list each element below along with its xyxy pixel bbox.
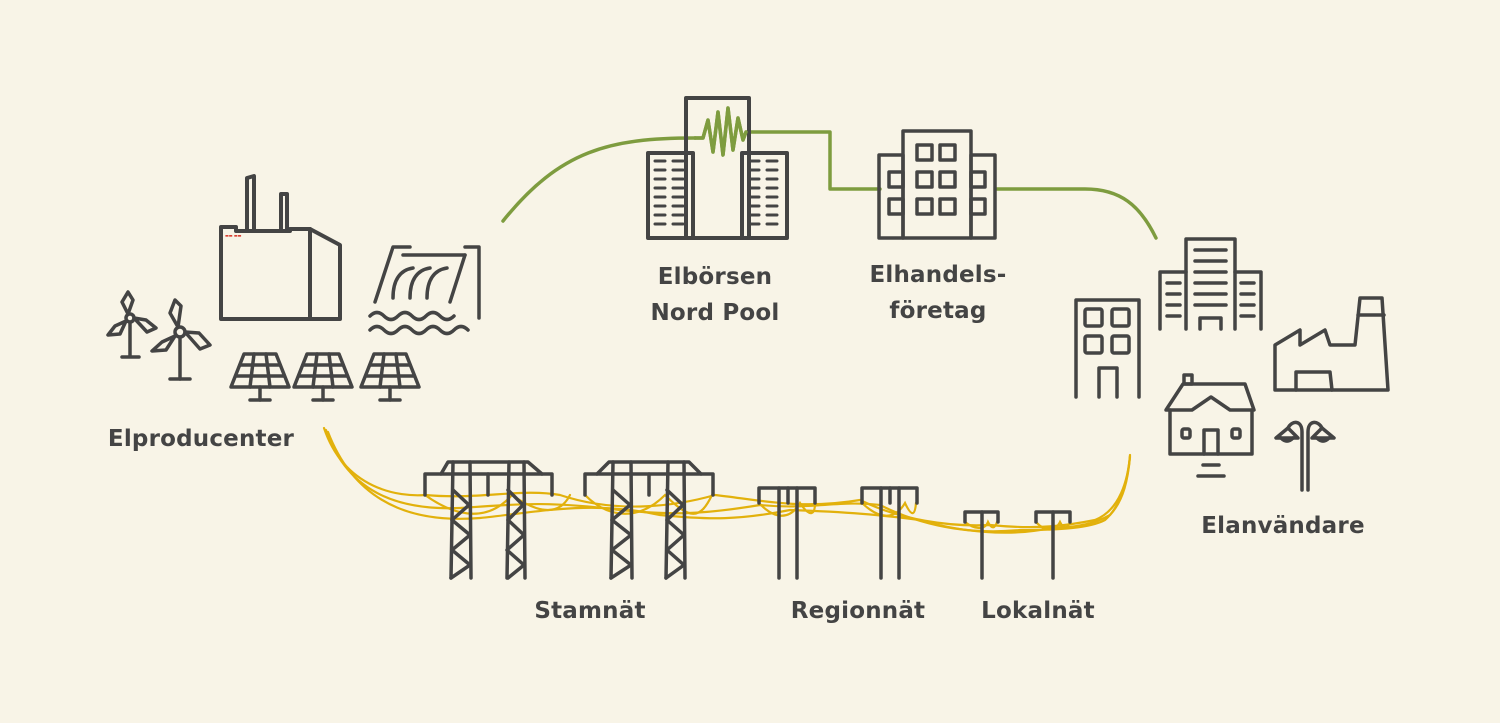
- house-icon: [1164, 373, 1256, 478]
- wind-turbine-icon: [106, 290, 158, 359]
- regional-pole-icon: [860, 486, 919, 580]
- office-building-icon: [877, 129, 997, 240]
- retailers-label-line2: företag: [889, 298, 987, 324]
- power-plant-icon: ▬▬ ▬▬: [219, 174, 342, 321]
- factory-icon: [1273, 296, 1390, 392]
- apartment-building-icon: [1074, 298, 1141, 399]
- regional-pole-icon: [757, 486, 817, 580]
- regional-grid-label: Regionnät: [790, 598, 926, 624]
- office-tower-icon: [1158, 237, 1263, 331]
- brand-mark: ▬▬ ▬▬: [225, 233, 242, 238]
- local-grid-label: Lokalnät: [981, 598, 1095, 624]
- wind-turbine-icon: [150, 298, 212, 381]
- transmission-pylon-icon: [583, 460, 715, 580]
- transmission-grid-label: Stamnät: [534, 598, 646, 624]
- retailers-label-line1: Elhandels-: [869, 262, 1007, 288]
- exchange-label-line1: Elbörsen: [657, 264, 773, 290]
- trade-flow-line: [501, 106, 1158, 240]
- exchange-label-line2: Nord Pool: [650, 300, 780, 326]
- solar-panel-icon: [359, 352, 421, 402]
- exchange-label: Elbörsen Nord Pool: [625, 259, 805, 331]
- consumers-label: Elanvändare: [1201, 513, 1365, 539]
- local-pole-icon: [1034, 510, 1072, 580]
- hydro-dam-icon: [368, 245, 481, 336]
- local-pole-icon: [963, 510, 1000, 580]
- street-lamp-icon: [1274, 420, 1336, 492]
- retailers-label: Elhandels- företag: [848, 257, 1028, 329]
- transmission-pylon-icon: [423, 460, 554, 580]
- power-flow-lines: [322, 426, 1132, 534]
- solar-panel-icon: [229, 352, 291, 402]
- stock-exchange-building-icon: [646, 96, 789, 240]
- producers-group: ▬▬ ▬▬: [106, 174, 481, 402]
- consumers-group: [1074, 237, 1390, 492]
- solar-panel-icon: [292, 352, 354, 402]
- producers-label: Elproducenter: [107, 426, 295, 452]
